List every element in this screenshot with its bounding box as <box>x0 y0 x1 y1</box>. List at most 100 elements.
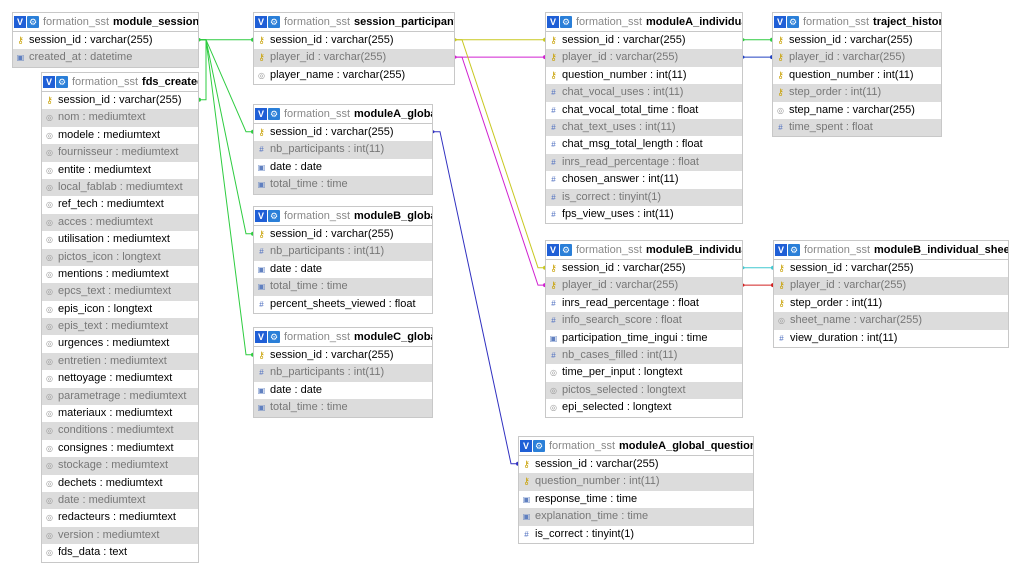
table-column-row[interactable]: ◎materiaux : mediumtext <box>42 405 198 422</box>
table-column-row[interactable]: ▣explanation_time : time <box>519 508 753 526</box>
table-column-row[interactable]: #inrs_read_percentage : float <box>546 295 742 312</box>
table-column-row[interactable]: ◎modele : mediumtext <box>42 127 198 144</box>
table-name[interactable]: moduleC_global <box>354 331 432 343</box>
table-column-row[interactable]: ▣date : date <box>254 261 432 278</box>
table-column-row[interactable]: ▣date : date <box>254 382 432 399</box>
table-column-row[interactable]: ⚷session_id : varchar(255) <box>773 32 941 49</box>
table-options-icon[interactable]: ⚙ <box>268 210 280 222</box>
table-column-row[interactable]: ◎epis_text : mediumtext <box>42 318 198 336</box>
table-name[interactable]: moduleA_individual <box>646 16 742 28</box>
toggle-view-icon[interactable]: V <box>520 440 532 452</box>
toggle-view-icon[interactable]: V <box>255 331 267 343</box>
table-column-row[interactable]: ◎nom : mediumtext <box>42 109 198 127</box>
table-column-row[interactable]: ◎mentions : mediumtext <box>42 266 198 283</box>
table-column-row[interactable]: ◎epcs_text : mediumtext <box>42 283 198 301</box>
table-column-row[interactable]: #chat_vocal_uses : int(11) <box>546 84 742 102</box>
table-options-icon[interactable]: ⚙ <box>27 16 39 28</box>
table-options-icon[interactable]: ⚙ <box>787 16 799 28</box>
table-column-row[interactable]: ◎fournisseur : mediumtext <box>42 144 198 162</box>
table-column-row[interactable]: ◎nettoyage : mediumtext <box>42 370 198 387</box>
table-name[interactable]: moduleA_global_questions <box>619 440 753 452</box>
table-column-row[interactable]: #inrs_read_percentage : float <box>546 153 742 172</box>
table-column-row[interactable]: ◎epis_icon : longtext <box>42 301 198 318</box>
table-column-row[interactable]: ▣created_at : datetime <box>13 49 198 67</box>
table-column-row[interactable]: #chosen_answer : int(11) <box>546 171 742 188</box>
table-options-icon[interactable]: ⚙ <box>533 440 545 452</box>
table-column-row[interactable]: #chat_text_uses : int(11) <box>546 118 742 137</box>
table-column-row[interactable]: ⚷session_id : varchar(255) <box>42 92 198 109</box>
table-options-icon[interactable]: ⚙ <box>560 16 572 28</box>
toggle-view-icon[interactable]: V <box>255 16 267 28</box>
table-column-row[interactable]: ▣participation_time_ingui : time <box>546 330 742 347</box>
table-column-row[interactable]: ◎parametrage : mediumtext <box>42 387 198 406</box>
table-column-row[interactable]: ◎step_name : varchar(255) <box>773 102 941 119</box>
table-column-row[interactable]: ⚷session_id : varchar(255) <box>546 260 742 277</box>
table-column-row[interactable]: ▣total_time : time <box>254 278 432 296</box>
table-column-row[interactable]: #view_duration : int(11) <box>774 330 1008 347</box>
table-column-row[interactable]: ⚷player_id : varchar(255) <box>546 277 742 295</box>
table-column-row[interactable]: ◎utilisation : mediumtext <box>42 231 198 248</box>
table-column-row[interactable]: #nb_participants : int(11) <box>254 364 432 382</box>
table-column-row[interactable]: ▣date : date <box>254 159 432 176</box>
table-column-row[interactable]: ◎stockage : mediumtext <box>42 457 198 475</box>
table-options-icon[interactable]: ⚙ <box>268 16 280 28</box>
table-name[interactable]: moduleB_individual_sheets <box>874 244 1008 256</box>
toggle-view-icon[interactable]: V <box>775 244 787 256</box>
table-options-icon[interactable]: ⚙ <box>788 244 800 256</box>
table-column-row[interactable]: ⚷step_order : int(11) <box>773 84 941 102</box>
table-column-row[interactable]: ⚷session_id : varchar(255) <box>13 32 198 49</box>
table-name[interactable]: session_participants <box>354 16 454 28</box>
table-name[interactable]: moduleB_global <box>354 210 432 222</box>
table-column-row[interactable]: ▣total_time : time <box>254 399 432 417</box>
table-column-row[interactable]: #fps_view_uses : int(11) <box>546 206 742 223</box>
table-name[interactable]: module_sessions <box>113 16 198 28</box>
toggle-view-icon[interactable]: V <box>255 210 267 222</box>
table-column-row[interactable]: ⚷question_number : int(11) <box>773 67 941 84</box>
table-column-row[interactable]: ◎version : mediumtext <box>42 526 198 545</box>
table-column-row[interactable]: ◎entite : mediumtext <box>42 162 198 179</box>
table-column-row[interactable]: ◎conditions : mediumtext <box>42 422 198 440</box>
table-column-row[interactable]: #nb_cases_filled : int(11) <box>546 346 742 365</box>
table-options-icon[interactable]: ⚙ <box>268 331 280 343</box>
table-column-row[interactable]: ◎pictos_selected : longtext <box>546 381 742 400</box>
table-column-row[interactable]: #is_correct : tinyint(1) <box>519 526 753 543</box>
table-column-row[interactable]: ◎fds_data : text <box>42 544 198 561</box>
toggle-view-icon[interactable]: V <box>255 108 267 120</box>
table-name[interactable]: moduleA_global <box>354 108 432 120</box>
table-options-icon[interactable]: ⚙ <box>560 244 572 256</box>
table-column-row[interactable]: ▣total_time : time <box>254 176 432 194</box>
table-column-row[interactable]: ⚷question_number : int(11) <box>519 473 753 491</box>
table-column-row[interactable]: #percent_sheets_viewed : float <box>254 296 432 313</box>
table-column-row[interactable]: ⚷session_id : varchar(255) <box>254 347 432 364</box>
toggle-view-icon[interactable]: V <box>14 16 26 28</box>
table-column-row[interactable]: #chat_msg_total_length : float <box>546 136 742 153</box>
table-column-row[interactable]: ⚷session_id : varchar(255) <box>254 226 432 243</box>
table-column-row[interactable]: ◎consignes : mediumtext <box>42 440 198 457</box>
table-traject_history[interactable]: V⚙formation_ssttraject_history⚷session_i… <box>772 12 942 138</box>
table-column-row[interactable]: #nb_participants : int(11) <box>254 141 432 159</box>
table-column-row[interactable]: ⚷session_id : varchar(255) <box>254 32 454 49</box>
table-column-row[interactable]: ⚷player_id : varchar(255) <box>773 49 941 67</box>
table-column-row[interactable]: ◎player_name : varchar(255) <box>254 67 454 84</box>
table-column-row[interactable]: ◎epi_selected : longtext <box>546 399 742 416</box>
table-column-row[interactable]: ◎local_fablab : mediumtext <box>42 178 198 197</box>
table-column-row[interactable]: ⚷player_id : varchar(255) <box>254 49 454 67</box>
table-column-row[interactable]: #time_spent : float <box>773 118 941 137</box>
toggle-view-icon[interactable]: V <box>43 76 55 88</box>
